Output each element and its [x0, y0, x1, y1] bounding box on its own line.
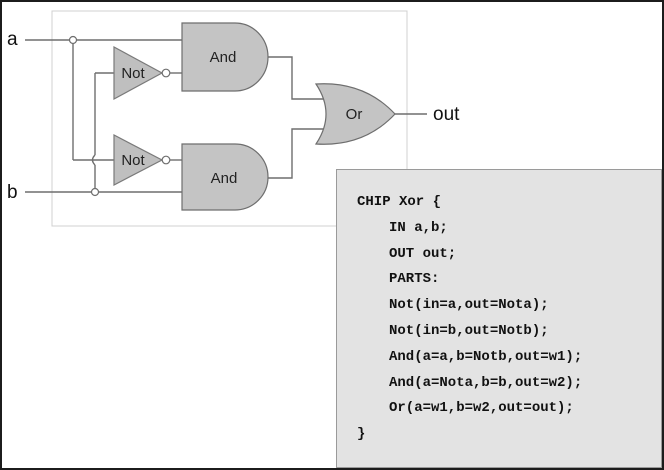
input-a-label: a	[7, 29, 18, 50]
code-line: PARTS:	[389, 271, 440, 288]
not-gate-bottom: Not	[113, 134, 171, 186]
code-line: Or(a=w1,b=w2,out=out);	[389, 400, 574, 417]
code-line: }	[357, 426, 366, 443]
circuit-frame	[51, 10, 408, 227]
input-b-label: b	[7, 182, 18, 203]
not-gate-bottom-label: Not	[121, 152, 145, 169]
hdl-code-panel: CHIP Xor { IN a,b; OUT out; PARTS: Not(in=a,…	[336, 169, 662, 468]
wires	[25, 39, 427, 193]
code-line: And(a=Nota,b=b,out=w2);	[389, 374, 583, 391]
junction-a	[68, 35, 78, 45]
output-label: out	[433, 104, 460, 125]
wire-b-crossover	[91, 154, 96, 166]
and-gate-bottom: And	[181, 143, 269, 211]
code-line: And(a=a,b=Notb,out=w1);	[389, 348, 583, 365]
wire-w2	[268, 128, 327, 179]
code-line: Not(in=a,out=Nota);	[389, 297, 549, 314]
code-line: IN a,b;	[389, 219, 448, 236]
and-gate-top: And	[181, 22, 269, 92]
not-gate-top-label: Not	[121, 65, 145, 82]
or-gate: Or	[314, 83, 396, 145]
junction-b	[90, 187, 100, 197]
code-line: CHIP Xor {	[357, 194, 442, 210]
wire-w1	[268, 56, 327, 100]
code-line: Not(in=b,out=Notb);	[389, 322, 549, 339]
code-line: OUT out;	[389, 245, 457, 262]
not-gate-top: Not	[113, 45, 171, 101]
and-gate-top-label: And	[210, 49, 237, 66]
and-gate-bottom-label: And	[211, 170, 238, 187]
or-gate-label: Or	[346, 106, 363, 123]
